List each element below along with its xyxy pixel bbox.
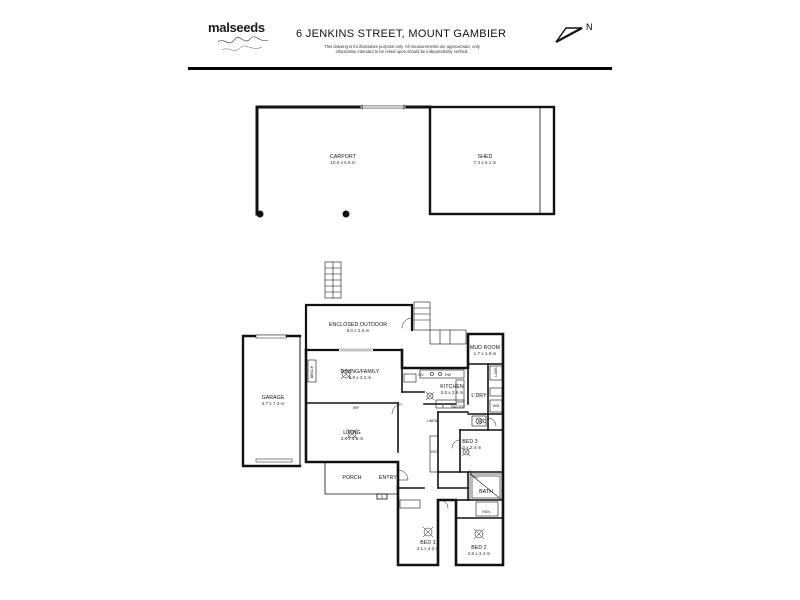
- room-bed2: BED 2 2.8 x 3.4 m: [468, 545, 491, 557]
- page-title: 6 JENKINS STREET, MOUNT GAMBIER: [296, 28, 507, 40]
- room-name: KITCHEN: [440, 384, 464, 390]
- laundry-fixtures: [471, 365, 503, 427]
- room-bed1: BED 1 3.1 x 4.2 m: [417, 540, 440, 552]
- room-dims: 10.0 x 5.8 m: [330, 160, 356, 165]
- room-garage: GARAGE 3.7 x 7.3 m: [262, 395, 285, 407]
- header-rule: [188, 67, 612, 70]
- room-name: PORCH: [342, 475, 362, 481]
- room-shed: SHED 7.4 x 6.1 m: [474, 154, 497, 166]
- room-dims: 3.8 x 3.5 m: [340, 436, 364, 441]
- wardrobes: [307, 359, 439, 509]
- carport-outline: [255, 104, 432, 216]
- stairs-top: [324, 261, 342, 299]
- room-dining-family: DINING/FAMILY 3.8 x 3.2 m: [341, 369, 380, 381]
- label-wic: W/C: [430, 450, 438, 454]
- room-name: BED 3: [462, 439, 478, 445]
- room-name: ENCLOSED OUTDOOR: [328, 322, 388, 328]
- door-swings: [391, 317, 497, 509]
- room-name: ENTRY: [379, 475, 397, 481]
- room-name: LIVING: [343, 430, 361, 436]
- label-ren: REN: [482, 510, 490, 514]
- carport-post-left: [256, 210, 264, 218]
- north-label: N: [586, 22, 593, 32]
- room-dims: 3.1 x 4.2 m: [416, 546, 440, 551]
- room-dims: 4.0 x 2.4 m: [458, 445, 482, 450]
- room-name: MUD ROOM: [469, 345, 501, 351]
- label-pantry: PANTRY: [450, 405, 466, 409]
- room-dims: 6.0 x 2.6 m: [346, 328, 370, 333]
- room-enclosed-outdoor: ENCLOSED OUTDOOR 6.0 x 2.6 m: [329, 322, 387, 334]
- room-name: L'DRY: [471, 393, 487, 399]
- room-wc: WC: [478, 419, 487, 425]
- disclaimer-text: This drawing is for illustrative purpose…: [324, 44, 480, 54]
- room-dims: 3.8 x 3.2 m: [348, 375, 372, 380]
- room-living: LIVING 3.8 x 3.5 m: [341, 430, 364, 442]
- logo-signature: [217, 36, 269, 51]
- room-name: BATH: [479, 489, 493, 495]
- shed-outline: [428, 105, 556, 216]
- room-name: GARAGE: [261, 395, 285, 401]
- label-wif: WIF: [352, 406, 360, 410]
- stairs-right: [413, 301, 467, 345]
- room-name: DINING/FAMILY: [340, 369, 380, 375]
- label-bench: BENCH: [310, 365, 314, 379]
- room-entry: ENTRY: [379, 475, 397, 481]
- room-dims: 1.7 x 1.8 m: [473, 351, 497, 356]
- room-dims: 3.7 x 7.3 m: [261, 401, 285, 406]
- house-exterior-walls: [304, 332, 505, 567]
- label-s: S: [380, 495, 384, 499]
- north-arrow-icon: N: [555, 22, 593, 43]
- agency-logo: malseeds: [208, 20, 280, 68]
- label-linen: LINEN: [426, 419, 438, 423]
- room-bed3: BED 3 4.0 x 2.4 m: [459, 439, 482, 451]
- label-ov: OV: [418, 373, 424, 377]
- carport-post-right: [342, 210, 350, 218]
- room-dims: 7.4 x 6.1 m: [473, 160, 497, 165]
- bath-fixtures: [469, 473, 503, 517]
- label-lab: LABB: [494, 367, 498, 377]
- ceiling-fans: [340, 368, 485, 540]
- room-name: SHED: [477, 154, 493, 160]
- label-wm: WM: [492, 404, 500, 408]
- room-dims: 2.8 x 3.4 m: [467, 551, 491, 556]
- porch-outline: [324, 461, 399, 500]
- label-dw: DW: [445, 373, 451, 377]
- room-kitchen: KITCHEN 3.8 x 2.9 m: [440, 384, 463, 396]
- room-name: WC: [477, 419, 487, 425]
- room-name: CARPORT: [330, 154, 356, 160]
- room-porch: PORCH: [342, 475, 361, 481]
- label-p: P: [441, 405, 445, 409]
- room-dims: 3.8 x 2.9 m: [440, 390, 464, 395]
- room-name: BED 2: [471, 545, 487, 551]
- logo-text: malseeds: [208, 20, 265, 35]
- room-name: BED 1: [420, 540, 436, 546]
- kitchen-benches: [403, 369, 465, 409]
- room-laundry: L'DRY: [471, 393, 486, 399]
- room-carport: CARPORT 10.0 x 5.8 m: [330, 154, 356, 166]
- room-mud-room: MUD ROOM 1.7 x 1.8 m: [470, 345, 500, 357]
- room-bath: BATH: [479, 489, 493, 495]
